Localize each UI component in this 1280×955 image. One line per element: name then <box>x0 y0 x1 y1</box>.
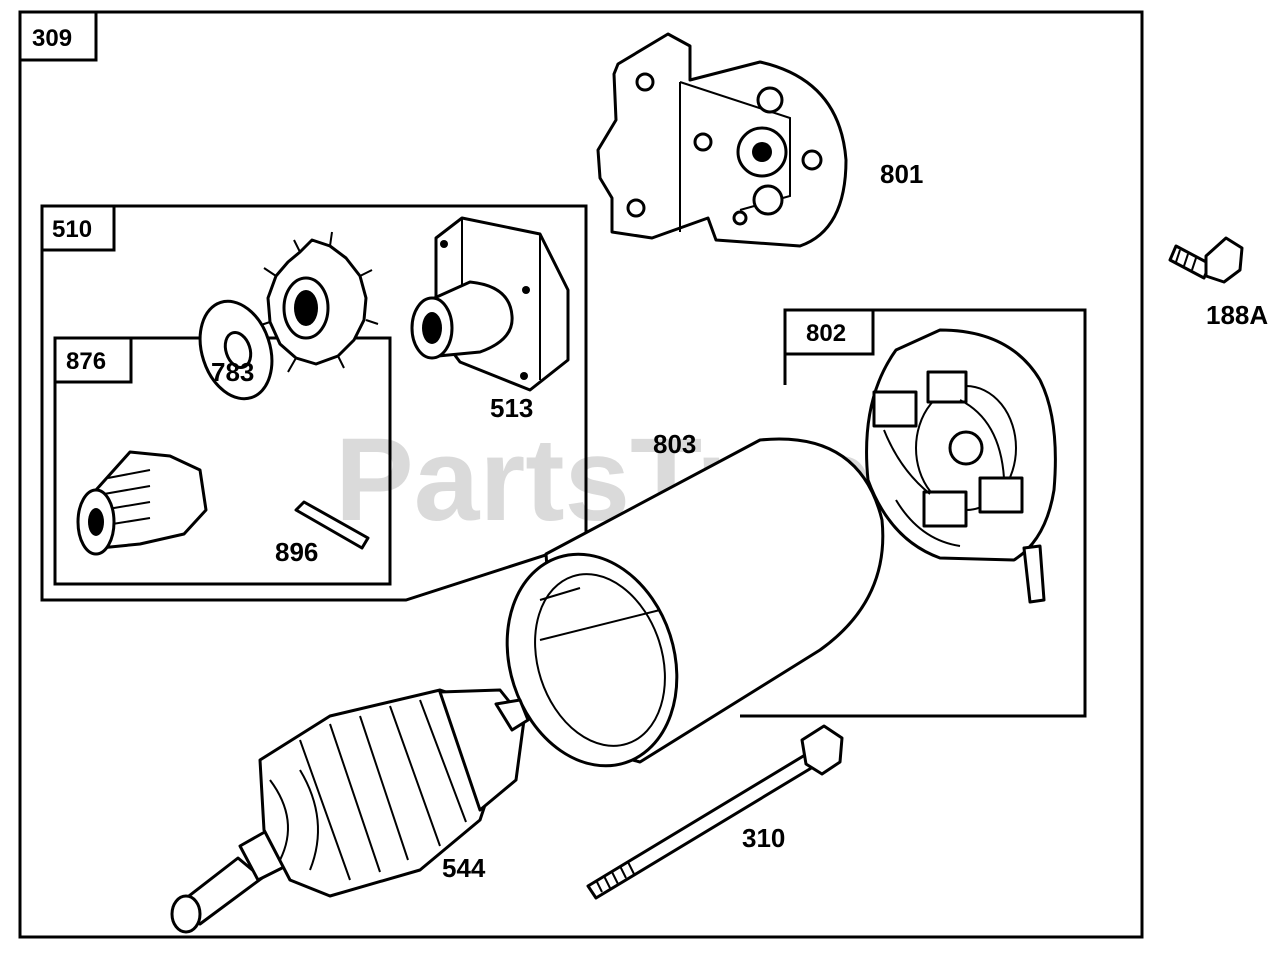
label-801: 801 <box>880 159 923 189</box>
label-783: 783 <box>211 357 254 387</box>
drive-assembly-box: 510 <box>40 204 588 602</box>
housing-803 <box>505 437 885 768</box>
clutch-subassembly-label: 876 <box>66 348 106 375</box>
end-cap-assembly-label: 802 <box>806 320 846 347</box>
label-310: 310 <box>742 823 785 853</box>
roll-pin-896 <box>294 500 370 550</box>
mounting-bracket-801 <box>596 32 848 248</box>
through-bolt-310 <box>586 724 844 900</box>
main-frame-label: 309 <box>32 25 72 52</box>
drive-assembly-label: 510 <box>52 216 92 243</box>
washer <box>198 299 274 401</box>
screw-188A <box>1168 236 1244 284</box>
label-896: 896 <box>275 537 318 567</box>
label-544: 544 <box>442 853 486 883</box>
end-cap-802 <box>865 328 1057 604</box>
label-513: 513 <box>490 393 533 423</box>
label-803: 803 <box>653 429 696 459</box>
clutch-spring <box>76 450 208 556</box>
main-frame: 309 <box>18 10 1144 939</box>
gear-783 <box>257 231 379 373</box>
armature-544 <box>170 688 530 934</box>
end-cap-assembly-box: 802 <box>740 308 1087 718</box>
drive-end-cap-513 <box>410 216 570 392</box>
label-188A: 188A <box>1206 300 1268 330</box>
clutch-subassembly-box: 876 <box>53 336 392 586</box>
